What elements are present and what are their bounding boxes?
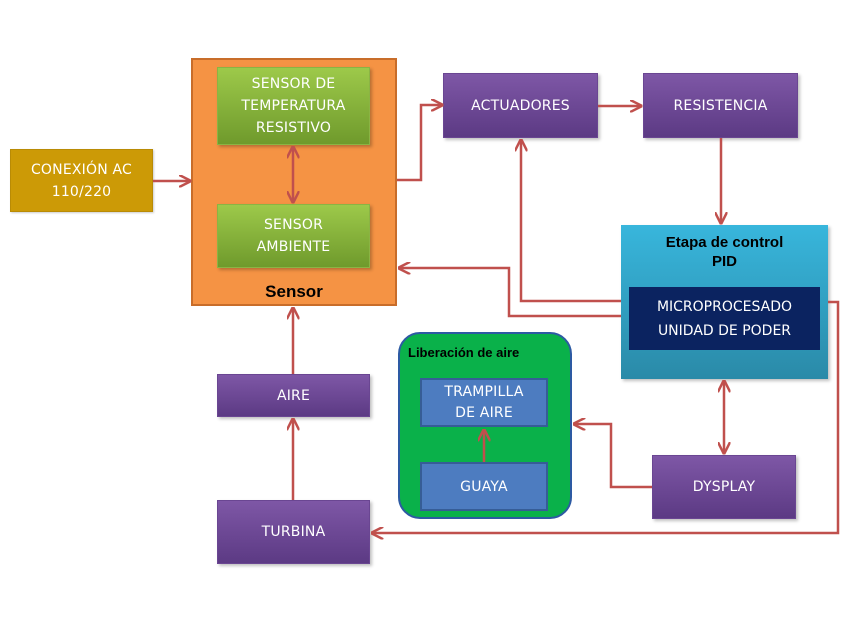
block-conexion-ac: CONEXIÓN AC 110/220 bbox=[10, 149, 153, 212]
block-aire-label: AIRE bbox=[276, 387, 311, 404]
block-resistencia-label: RESISTENCIA bbox=[673, 97, 768, 114]
wire-micro-to-sensor bbox=[399, 268, 621, 318]
block-sensor-temperatura-label: SENSOR DE TEMPERATURA RESISTIVO bbox=[241, 76, 346, 136]
block-trampilla-label: TRAMPILLA DE AIRE bbox=[444, 383, 524, 421]
wire-micro-to-actuadores bbox=[521, 140, 621, 303]
block-dysplay: DYSPLAY bbox=[652, 455, 796, 519]
air-release-title: Liberación de aire bbox=[408, 345, 520, 360]
block-actuadores: ACTUADORES bbox=[443, 73, 598, 138]
block-trampilla-de-aire: TRAMPILLA DE AIRE bbox=[420, 378, 548, 427]
sensor-group-title: Sensor bbox=[265, 282, 323, 301]
block-turbina: TURBINA bbox=[217, 500, 370, 564]
block-actuadores-label: ACTUADORES bbox=[471, 97, 570, 114]
block-guaya: GUAYA bbox=[420, 462, 548, 511]
block-sensor-temperatura: SENSOR DE TEMPERATURA RESISTIVO bbox=[217, 67, 370, 145]
block-turbina-label: TURBINA bbox=[261, 524, 326, 540]
block-resistencia: RESISTENCIA bbox=[643, 73, 798, 138]
wire-dysplay-to-air-release bbox=[574, 424, 652, 489]
block-sensor-ambiente: SENSOR AMBIENTE bbox=[217, 204, 370, 268]
wire-sensor-to-actuadores bbox=[397, 105, 442, 182]
block-microprocesador: MICROPROCESADO UNIDAD DE PODER bbox=[629, 287, 820, 350]
block-sensor-ambiente-label: SENSOR AMBIENTE bbox=[256, 217, 331, 255]
pid-control-title: Etapa de control PID bbox=[665, 234, 784, 270]
wire-micro-to-turbina bbox=[372, 300, 840, 533]
block-guaya-label: GUAYA bbox=[460, 478, 508, 495]
block-conexion-ac-label: CONEXIÓN AC 110/220 bbox=[30, 161, 133, 200]
block-aire: AIRE bbox=[217, 374, 370, 417]
block-dysplay-label: DYSPLAY bbox=[692, 479, 756, 495]
block-microprocesador-label: MICROPROCESADO UNIDAD DE PODER bbox=[656, 298, 793, 339]
